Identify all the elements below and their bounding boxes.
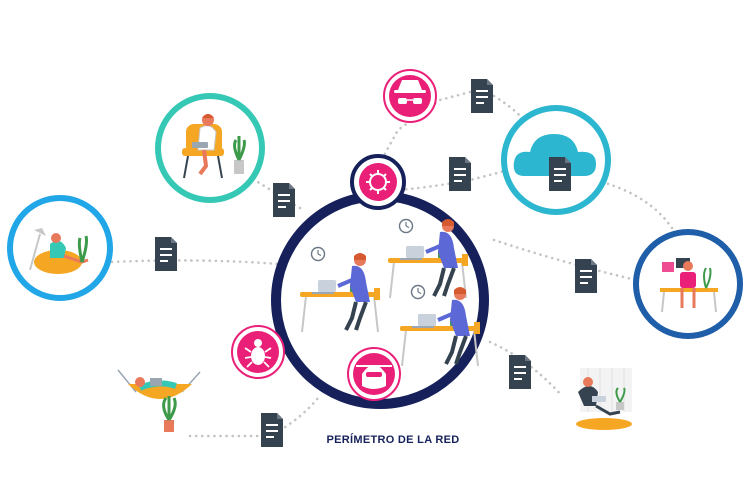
remote-worker-window <box>576 368 632 430</box>
document-icon <box>471 79 493 113</box>
document-icon <box>449 157 471 191</box>
connector-hammock <box>188 396 320 438</box>
clock-icon <box>398 218 414 234</box>
clock-icon <box>410 284 426 300</box>
network-perimeter-caption: PERÍMETRO DE LA RED <box>0 434 750 446</box>
hacker-icon <box>347 347 401 401</box>
document-icon <box>575 259 597 293</box>
clock-icon <box>310 246 326 262</box>
remote-worker-armchair <box>155 93 265 203</box>
remote-worker-beanbag <box>7 195 113 301</box>
remote-worker-desk <box>633 229 743 339</box>
document-icon <box>549 157 571 191</box>
connector-left-person <box>110 259 280 266</box>
remote-worker-hammock <box>117 369 201 432</box>
cloud-storage-node <box>501 105 611 215</box>
spy-hat-glasses-icon <box>383 69 437 123</box>
document-icon <box>155 237 177 271</box>
document-icon <box>273 183 295 217</box>
virus-icon <box>350 154 406 210</box>
connector-right-person <box>492 238 638 282</box>
document-icon <box>509 355 531 389</box>
cloud-icon <box>513 134 596 176</box>
connector-cloud-right <box>600 180 674 230</box>
caption-text: PERÍMETRO DE LA RED <box>326 434 460 446</box>
bug-icon <box>231 325 285 379</box>
